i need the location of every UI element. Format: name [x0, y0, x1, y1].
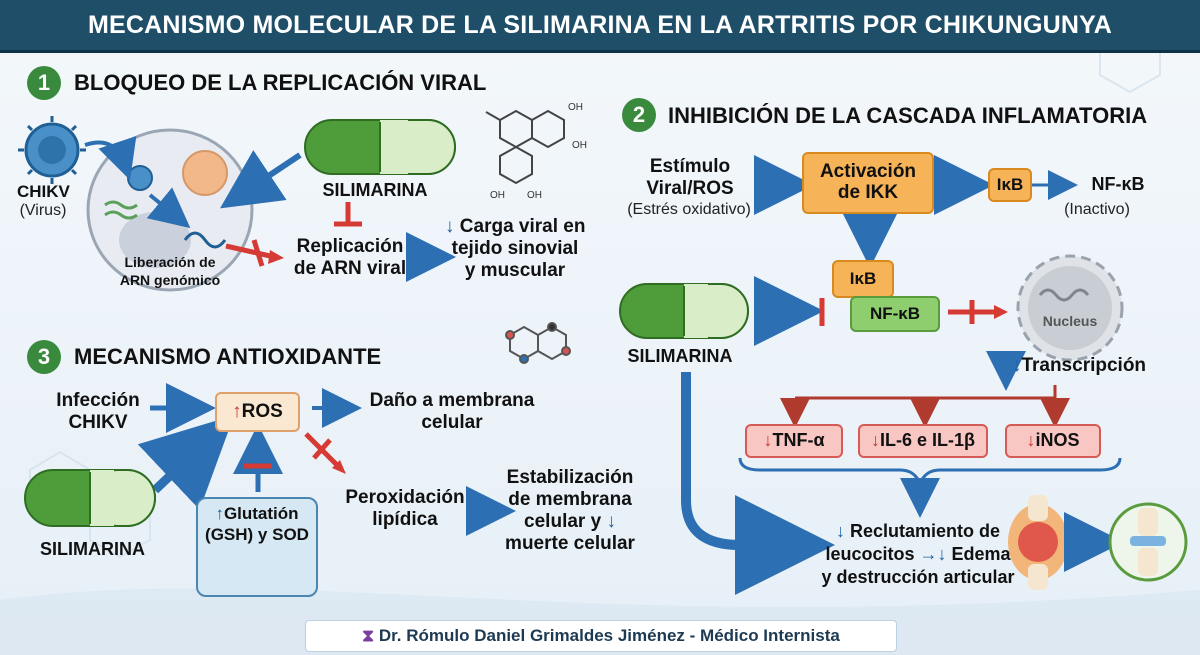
recruit-label-2: leucocitos →↓ Edema — [825, 544, 1011, 564]
stimulus-label-3: (Estrés oxidativo) — [627, 201, 751, 218]
mol-label: OH — [568, 102, 583, 113]
tnf-box: ↓TNF-α — [745, 424, 843, 458]
stab-label-4: muerte celular — [505, 533, 635, 554]
nfkb-label: NF-κB — [1091, 174, 1145, 194]
infection-label-1: Infección — [56, 390, 140, 411]
svg-text:OH: OH — [490, 190, 505, 201]
ikk-box: Activación de IKK — [802, 152, 934, 214]
molecule-icon — [505, 322, 571, 364]
ikk-label-1: Activación — [819, 161, 917, 183]
section-2-title: INHIBICIÓN DE LA CASCADA INFLAMATORIA — [668, 103, 1148, 128]
inactive-label: (Inactivo) — [1064, 201, 1130, 218]
ikk-label-2: de IKK — [837, 182, 899, 203]
healthy-joint-icon — [1108, 502, 1188, 582]
nucleus-label: Nucleus — [1042, 313, 1098, 329]
gsh-box — [196, 497, 318, 597]
virus-icon — [18, 116, 86, 184]
damage-label-1: Daño a membrana — [369, 390, 535, 411]
section-1-number: 1 — [27, 66, 61, 100]
transcription-label: ↓Transcripción — [1011, 355, 1147, 376]
section-1-title: BLOQUEO DE LA REPLICACIÓN VIRAL — [74, 70, 487, 95]
load-label-1: ↓ Carga viral en — [445, 216, 586, 237]
stab-label-1: Estabilización — [506, 467, 634, 488]
section-2-graphics — [619, 155, 1188, 595]
dna-icon: ⧗ — [362, 626, 375, 645]
release-label-2: ARN genómico — [119, 272, 221, 288]
section-3-number: 3 — [27, 340, 61, 374]
stab-label-3: celular y ↓ — [524, 511, 616, 532]
silimarina-label-2: SILIMARINA — [627, 346, 733, 366]
pill-icon — [304, 119, 456, 175]
il-box: ↓IL-6 e IL-1β — [858, 424, 988, 458]
gsh-label-2: (GSH) y SOD — [205, 525, 309, 544]
perox-label-2: lipídica — [372, 509, 438, 530]
load-label-2: tejido sinovial — [451, 238, 579, 259]
stimulus-label-1: Estímulo — [649, 156, 731, 177]
molecule-icon — [485, 109, 565, 185]
svg-text:OH: OH — [572, 140, 587, 151]
gsh-label-1: ↑Glutatión — [215, 504, 299, 523]
silimarina-label-3: SILIMARINA — [40, 539, 145, 559]
page-title: MECANISMO MOLECULAR DE LA SILIMARINA EN … — [87, 11, 1113, 39]
stimulus-label-2: Viral/ROS — [646, 178, 734, 199]
perox-label-1: Peroxidación — [345, 487, 465, 508]
ros-box: ↑ROS — [215, 392, 300, 432]
recruit-label-1: ↓ Reclutamiento de — [835, 521, 1001, 541]
footer-bar: ⧗ Dr. Rómulo Daniel Grimaldes Jiménez - … — [305, 620, 897, 652]
silimarina-label-1: SILIMARINA — [322, 180, 428, 200]
chikv-label: CHIKV — [17, 182, 70, 201]
stab-label-2: de membrana — [508, 489, 632, 510]
release-label-1: Liberación de — [124, 254, 216, 270]
damage-label-2: celular — [421, 412, 483, 433]
replication-label-2: de ARN viral — [293, 258, 407, 279]
infection-label-2: CHIKV — [68, 412, 128, 433]
inos-box: ↓iNOS — [1005, 424, 1101, 458]
nfkb-box: NF-κB — [850, 296, 940, 332]
nucleus-icon — [1016, 254, 1124, 362]
ikb-box: IκB — [832, 260, 894, 298]
joint-icon — [1008, 495, 1068, 590]
title-bar — [0, 0, 1200, 53]
load-label-3: y muscular — [464, 260, 566, 281]
pill-icon — [619, 283, 749, 339]
svg-text:OH: OH — [527, 190, 542, 201]
ikb-box-top: IκB — [988, 168, 1032, 202]
virus-label: (Virus) — [19, 202, 67, 219]
footer-credit: ⧗ Dr. Rómulo Daniel Grimaldes Jiménez - … — [362, 626, 840, 645]
replication-label-1: Replicación — [296, 236, 404, 257]
recruit-label-3: y destrucción articular — [821, 567, 1015, 587]
section-2-number: 2 — [622, 98, 656, 132]
section-1-graphics: OH OH OH OH — [18, 102, 587, 292]
section-3-title: MECANISMO ANTIOXIDANTE — [74, 344, 382, 369]
pill-icon — [24, 469, 156, 527]
